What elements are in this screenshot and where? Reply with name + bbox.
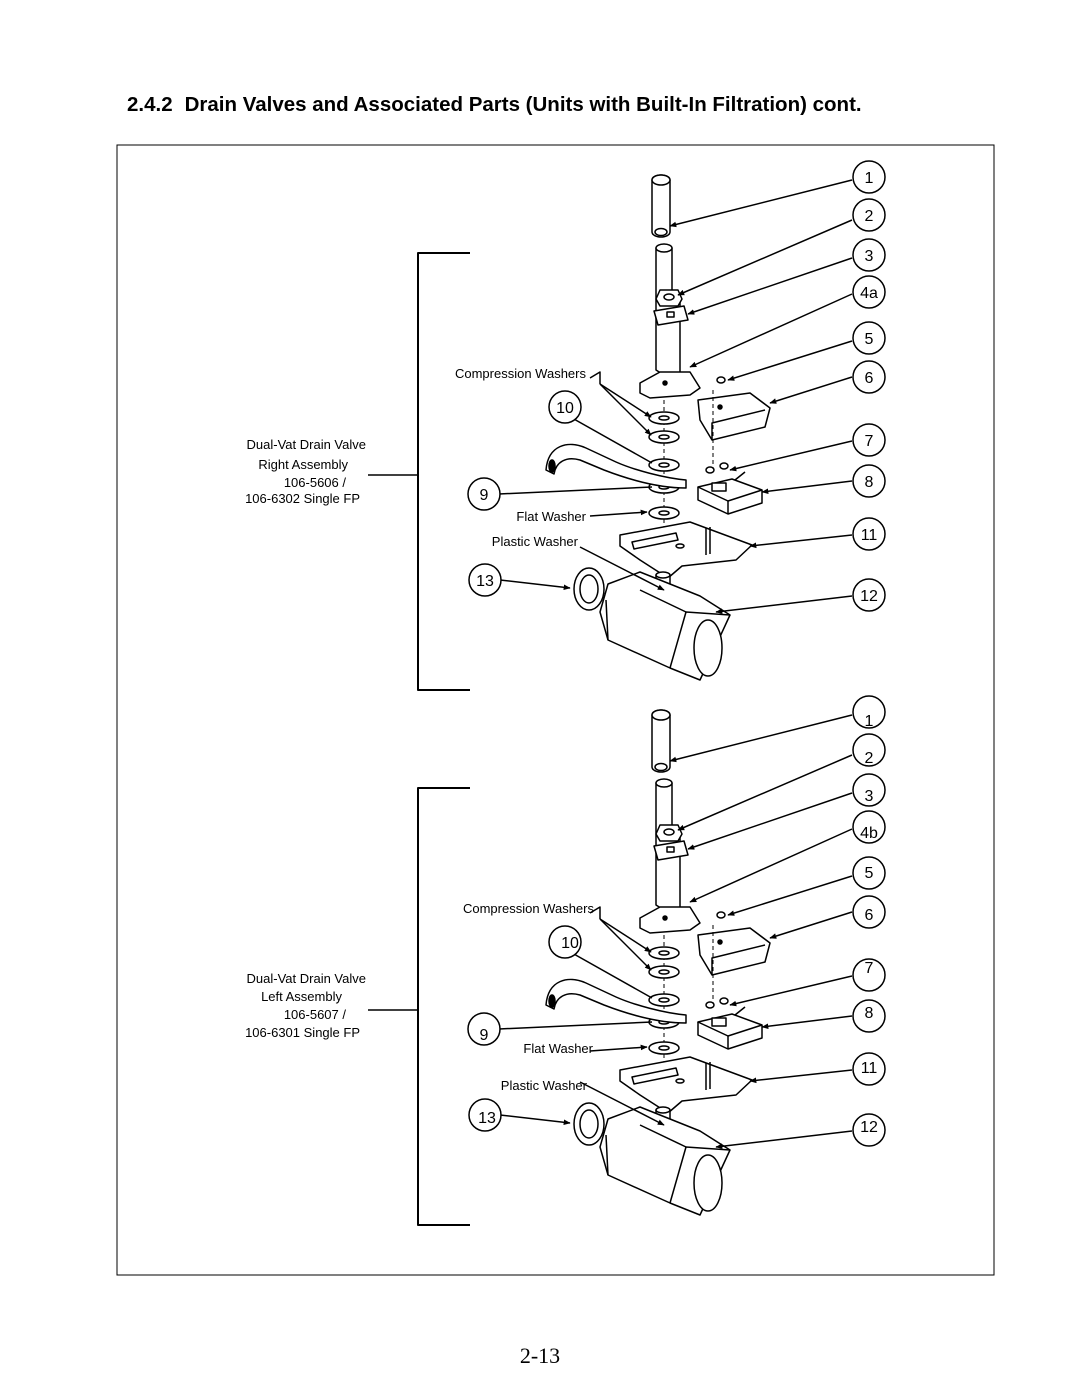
section-number: 2.4.2 — [127, 93, 173, 116]
assembly-label-line: Dual-Vat Drain Valve — [247, 971, 366, 986]
assembly-label-line: Right Assembly — [258, 457, 348, 472]
callout-number: 12 — [860, 1119, 878, 1136]
section-heading: 2.4.2 Drain Valves and Associated Parts (… — [127, 93, 862, 117]
callout-number: 10 — [556, 400, 574, 417]
left-assembly: Dual-Vat Drain Valve Left Assembly 106-5… — [245, 696, 885, 1225]
callout-number: 1 — [865, 170, 874, 187]
callout-number: 9 — [480, 1027, 489, 1044]
callout-number: 4a — [860, 285, 878, 302]
compression-washers-label: Compression Washers — [455, 366, 587, 381]
callout-number: 11 — [861, 527, 878, 544]
callout-number: 1 — [865, 713, 874, 730]
callout-number: 8 — [865, 474, 874, 491]
flat-washer-label: Flat Washer — [516, 509, 586, 524]
callout-number: 6 — [865, 370, 874, 387]
assembly-label-line: 106-5607 / — [284, 1007, 347, 1022]
callout-number: 3 — [865, 248, 874, 265]
callout-number: 3 — [865, 788, 874, 805]
page-number: 2-13 — [519, 1343, 561, 1368]
compression-washers-label: Compression Washers — [463, 901, 595, 916]
callout-number: 5 — [865, 865, 874, 882]
callout-number: 12 — [860, 588, 878, 605]
plastic-washer-label: Plastic Washer — [492, 534, 579, 549]
right-assembly-label: Dual-Vat Drain Valve Right Assembly 106-… — [245, 437, 366, 506]
section-title: Drain Valves and Associated Parts (Units… — [184, 93, 862, 116]
callout-number: 9 — [480, 487, 489, 504]
assembly-label-line: 106-6302 Single FP — [245, 491, 360, 506]
callout-number: 13 — [476, 573, 494, 590]
diagram-frame — [116, 144, 995, 1276]
callout-number: 7 — [865, 960, 874, 977]
assembly-label-line: 106-5606 / — [284, 475, 347, 490]
callout-number: 13 — [478, 1110, 496, 1127]
callout-number: 2 — [865, 750, 874, 767]
callout-number: 10 — [561, 935, 579, 952]
flat-washer-label: Flat Washer — [523, 1041, 593, 1056]
callout-number: 2 — [865, 208, 874, 225]
plastic-washer-label: Plastic Washer — [501, 1078, 588, 1093]
callout-number: 5 — [865, 331, 874, 348]
left-assembly-label: Dual-Vat Drain Valve Left Assembly 106-5… — [245, 971, 366, 1040]
right-assembly: Dual-Vat Drain Valve Right Assembly 106-… — [245, 161, 885, 690]
callout-number: 7 — [865, 433, 874, 450]
callout-number: 8 — [865, 1005, 874, 1022]
assembly-label-line: Dual-Vat Drain Valve — [247, 437, 366, 452]
assembly-label-line: Left Assembly — [261, 989, 342, 1004]
callout-number: 11 — [861, 1060, 878, 1077]
assembly-label-line: 106-6301 Single FP — [245, 1025, 360, 1040]
callout-number: 6 — [865, 907, 874, 924]
callout-number: 4b — [860, 825, 878, 842]
